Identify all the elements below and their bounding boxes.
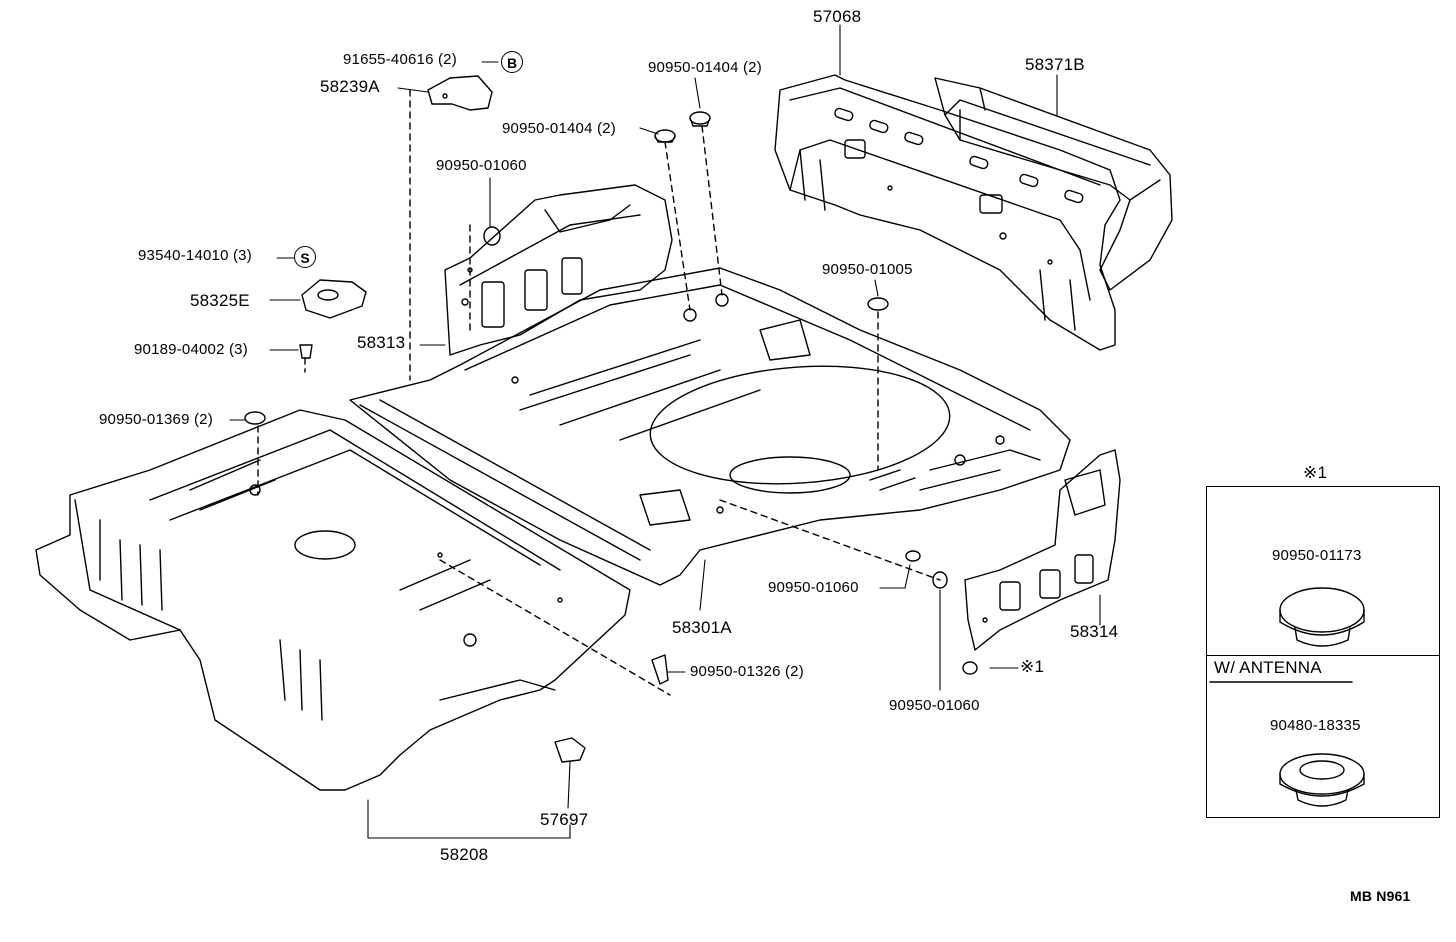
inset-divider xyxy=(1207,655,1439,656)
footer-code: MB N961 xyxy=(1350,888,1411,904)
inset-part-top: 90950-01173 xyxy=(1272,547,1362,564)
label-58313: 58313 xyxy=(357,333,406,352)
inset-box xyxy=(1206,486,1440,818)
label-90950-01404-b: 90950-01404 (2) xyxy=(502,120,616,137)
label-90950-01005: 90950-01005 xyxy=(822,261,913,278)
badge-s: S xyxy=(294,246,316,268)
rear-panel-58371b xyxy=(934,77,1173,291)
label-58325e: 58325E xyxy=(190,291,250,310)
label-58301a: 58301A xyxy=(672,618,732,637)
label-58208: 58208 xyxy=(440,845,489,864)
quarter-panel-58313 xyxy=(444,184,673,356)
inset-part-bottom: 90480-18335 xyxy=(1270,717,1361,734)
label-90950-01404-a: 90950-01404 (2) xyxy=(648,59,762,76)
label-57068: 57068 xyxy=(813,7,862,26)
dashed-reference-lines xyxy=(257,89,941,696)
label-90189-04002: 90189-04002 (3) xyxy=(134,341,248,358)
quarter-panel-58314 xyxy=(964,449,1121,651)
badge-b: B xyxy=(501,51,523,73)
inset-title: ※1 xyxy=(1303,463,1328,482)
note-x1: ※1 xyxy=(1020,657,1045,676)
back-panel-57068 xyxy=(774,74,1121,351)
bracket-58325e xyxy=(301,279,367,319)
label-93540-14010: 93540-14010 (3) xyxy=(138,247,252,264)
label-58371b: 58371B xyxy=(1025,55,1085,74)
leader-lines xyxy=(229,24,1101,839)
label-58239a: 58239A xyxy=(320,77,380,96)
label-90950-01369: 90950-01369 (2) xyxy=(99,411,213,428)
grommet-90950-01173 xyxy=(1279,587,1365,647)
small-parts xyxy=(244,111,978,763)
label-90950-01326: 90950-01326 (2) xyxy=(690,663,804,680)
label-90950-01060-top: 90950-01060 xyxy=(436,157,527,174)
label-57697: 57697 xyxy=(540,810,589,829)
label-90950-01060-bot: 90950-01060 xyxy=(889,697,980,714)
grommet-90480-18335 xyxy=(1279,753,1365,807)
label-58314: 58314 xyxy=(1070,622,1119,641)
rear-floor-58301a xyxy=(349,267,1071,586)
bracket-58239a xyxy=(427,75,493,111)
label-90950-01060-mid: 90950-01060 xyxy=(768,579,859,596)
label-91655-40616: 91655-40616 (2) xyxy=(343,51,457,68)
front-floor-58208 xyxy=(35,409,631,791)
inset-section-label: W/ ANTENNA xyxy=(1214,658,1322,677)
